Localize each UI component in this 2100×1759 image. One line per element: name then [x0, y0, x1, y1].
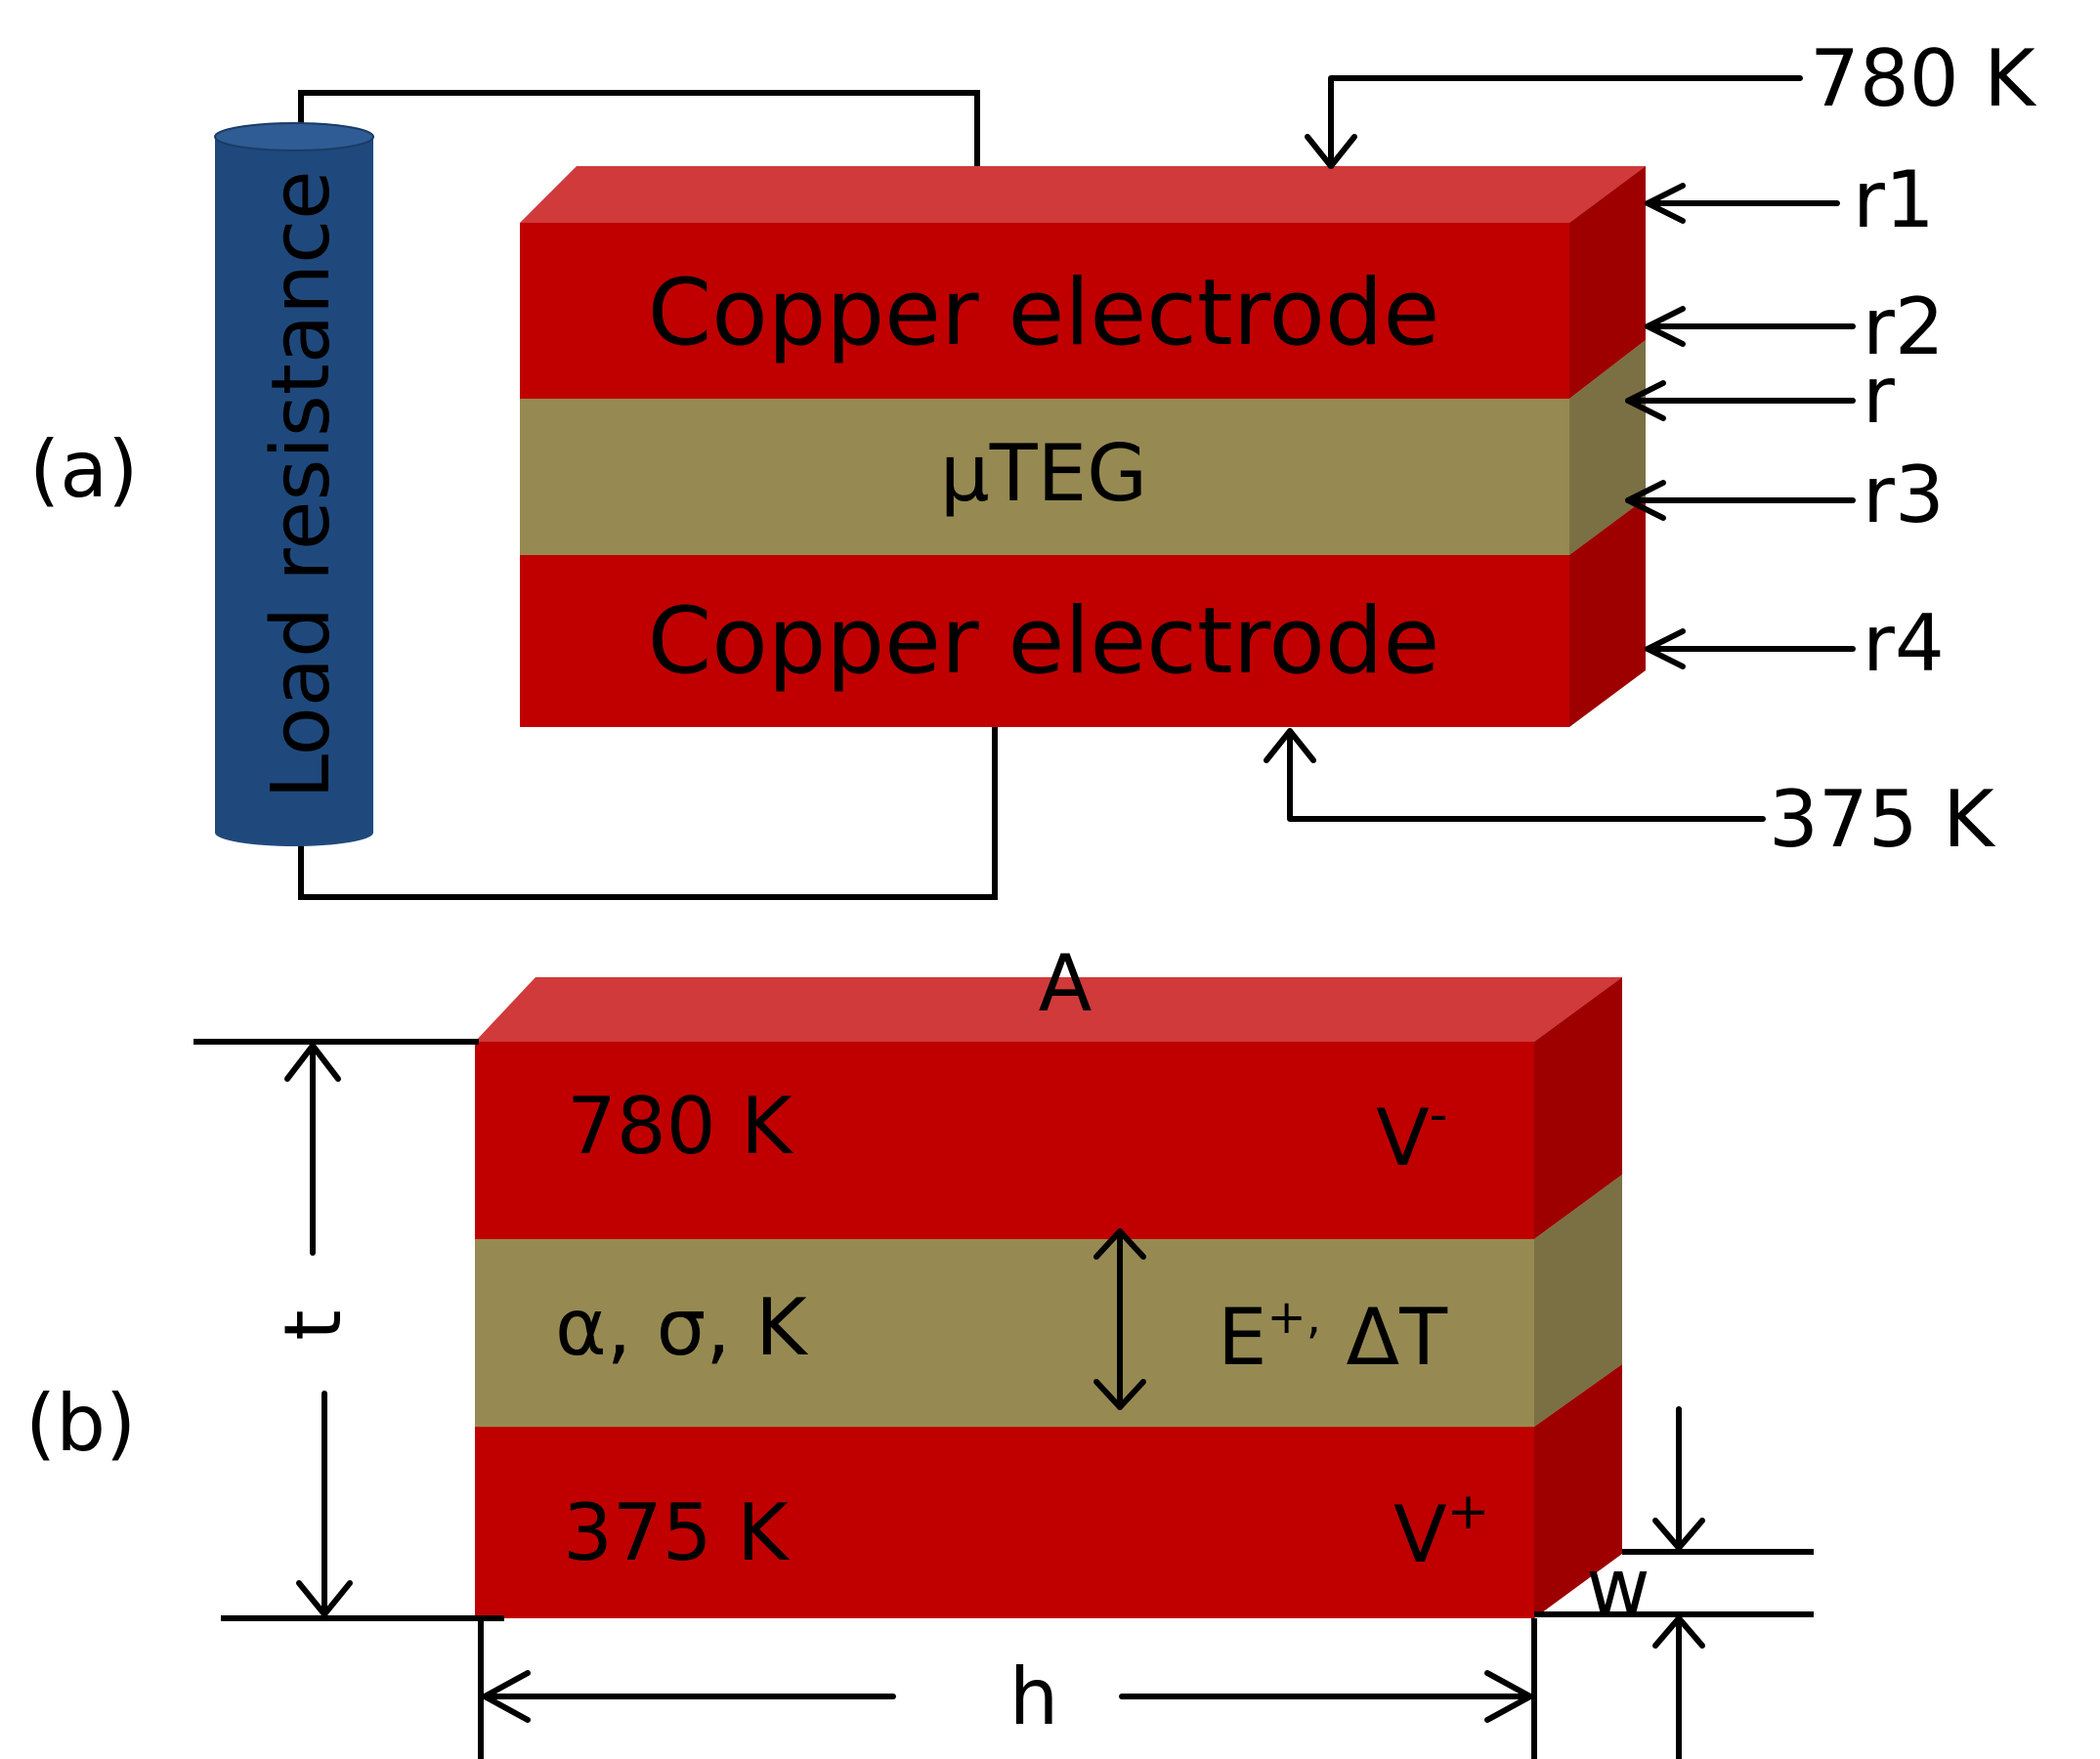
hot-arrow — [1328, 75, 1803, 169]
width-label: w — [1586, 1542, 1650, 1633]
top-face-b — [475, 977, 1622, 1042]
hot-temp-label-b: 780 K — [567, 1081, 794, 1172]
panel-a: Load resistance Copper electrode μTEG Co… — [29, 33, 2037, 900]
bottom-wire — [298, 725, 998, 900]
top-electrode — [520, 223, 1569, 399]
r2-label: r2 — [1863, 281, 1945, 372]
material-layer-b — [475, 1239, 1534, 1427]
v-plus-label: V+ — [1393, 1482, 1489, 1580]
stack-3d-a: Copper electrode μTEG Copper electrode — [520, 166, 1646, 727]
top-wire — [298, 90, 980, 171]
hot-temp-label-a: 780 K — [1810, 33, 2037, 124]
r4-label: r4 — [1863, 598, 1945, 689]
thickness-dimension: t — [193, 1039, 504, 1621]
properties-label: α, σ, K — [555, 1282, 809, 1373]
cold-arrow — [1287, 728, 1766, 822]
radius-markers: r1 r2 r r3 r4 — [1625, 154, 1945, 689]
load-resistor: Load resistance — [214, 122, 374, 846]
height-label: h — [1009, 1652, 1059, 1742]
top-electrode-label: Copper electrode — [648, 260, 1440, 366]
uteg-label: μTEG — [940, 428, 1147, 519]
r-label: r — [1863, 350, 1895, 441]
side-face-material-b — [1534, 1175, 1622, 1427]
bottom-electrode-label: Copper electrode — [648, 588, 1440, 695]
hot-arrowhead — [1305, 134, 1357, 169]
panel-b: A 780 K 375 K α, σ, K V- V+ E+, ΔT t — [25, 938, 1814, 1759]
cold-arrowhead — [1264, 728, 1316, 763]
r1-label: r1 — [1853, 154, 1935, 245]
thickness-label: t — [268, 1309, 359, 1340]
cold-electrode-b — [475, 1427, 1534, 1618]
field-label: E+, ΔT — [1218, 1290, 1448, 1383]
area-label: A — [1039, 938, 1093, 1029]
height-dimension: h — [478, 1618, 1537, 1759]
uteg-layer — [520, 399, 1569, 555]
v-minus-label: V- — [1376, 1086, 1448, 1183]
side-face-bottom-copper-b — [1534, 1364, 1622, 1618]
cold-temp-label-a: 375 K — [1769, 774, 1996, 865]
hot-electrode-b — [475, 1042, 1534, 1239]
stack-3d-b: A 780 K 375 K α, σ, K V- V+ E+, ΔT — [475, 938, 1622, 1618]
side-face-top-copper-b — [1534, 977, 1622, 1239]
width-dimension: w — [1534, 1406, 1814, 1759]
panel-b-label: (b) — [25, 1378, 136, 1469]
side-face-top-copper — [1569, 166, 1646, 399]
r3-label: r3 — [1863, 450, 1945, 540]
cold-temp-label-b: 375 K — [563, 1487, 791, 1578]
panel-a-label: (a) — [29, 424, 138, 515]
bottom-electrode — [520, 555, 1569, 727]
side-face-bottom-copper — [1569, 498, 1646, 727]
top-face — [520, 166, 1646, 223]
load-resistance-label: Load resistance — [255, 170, 348, 798]
